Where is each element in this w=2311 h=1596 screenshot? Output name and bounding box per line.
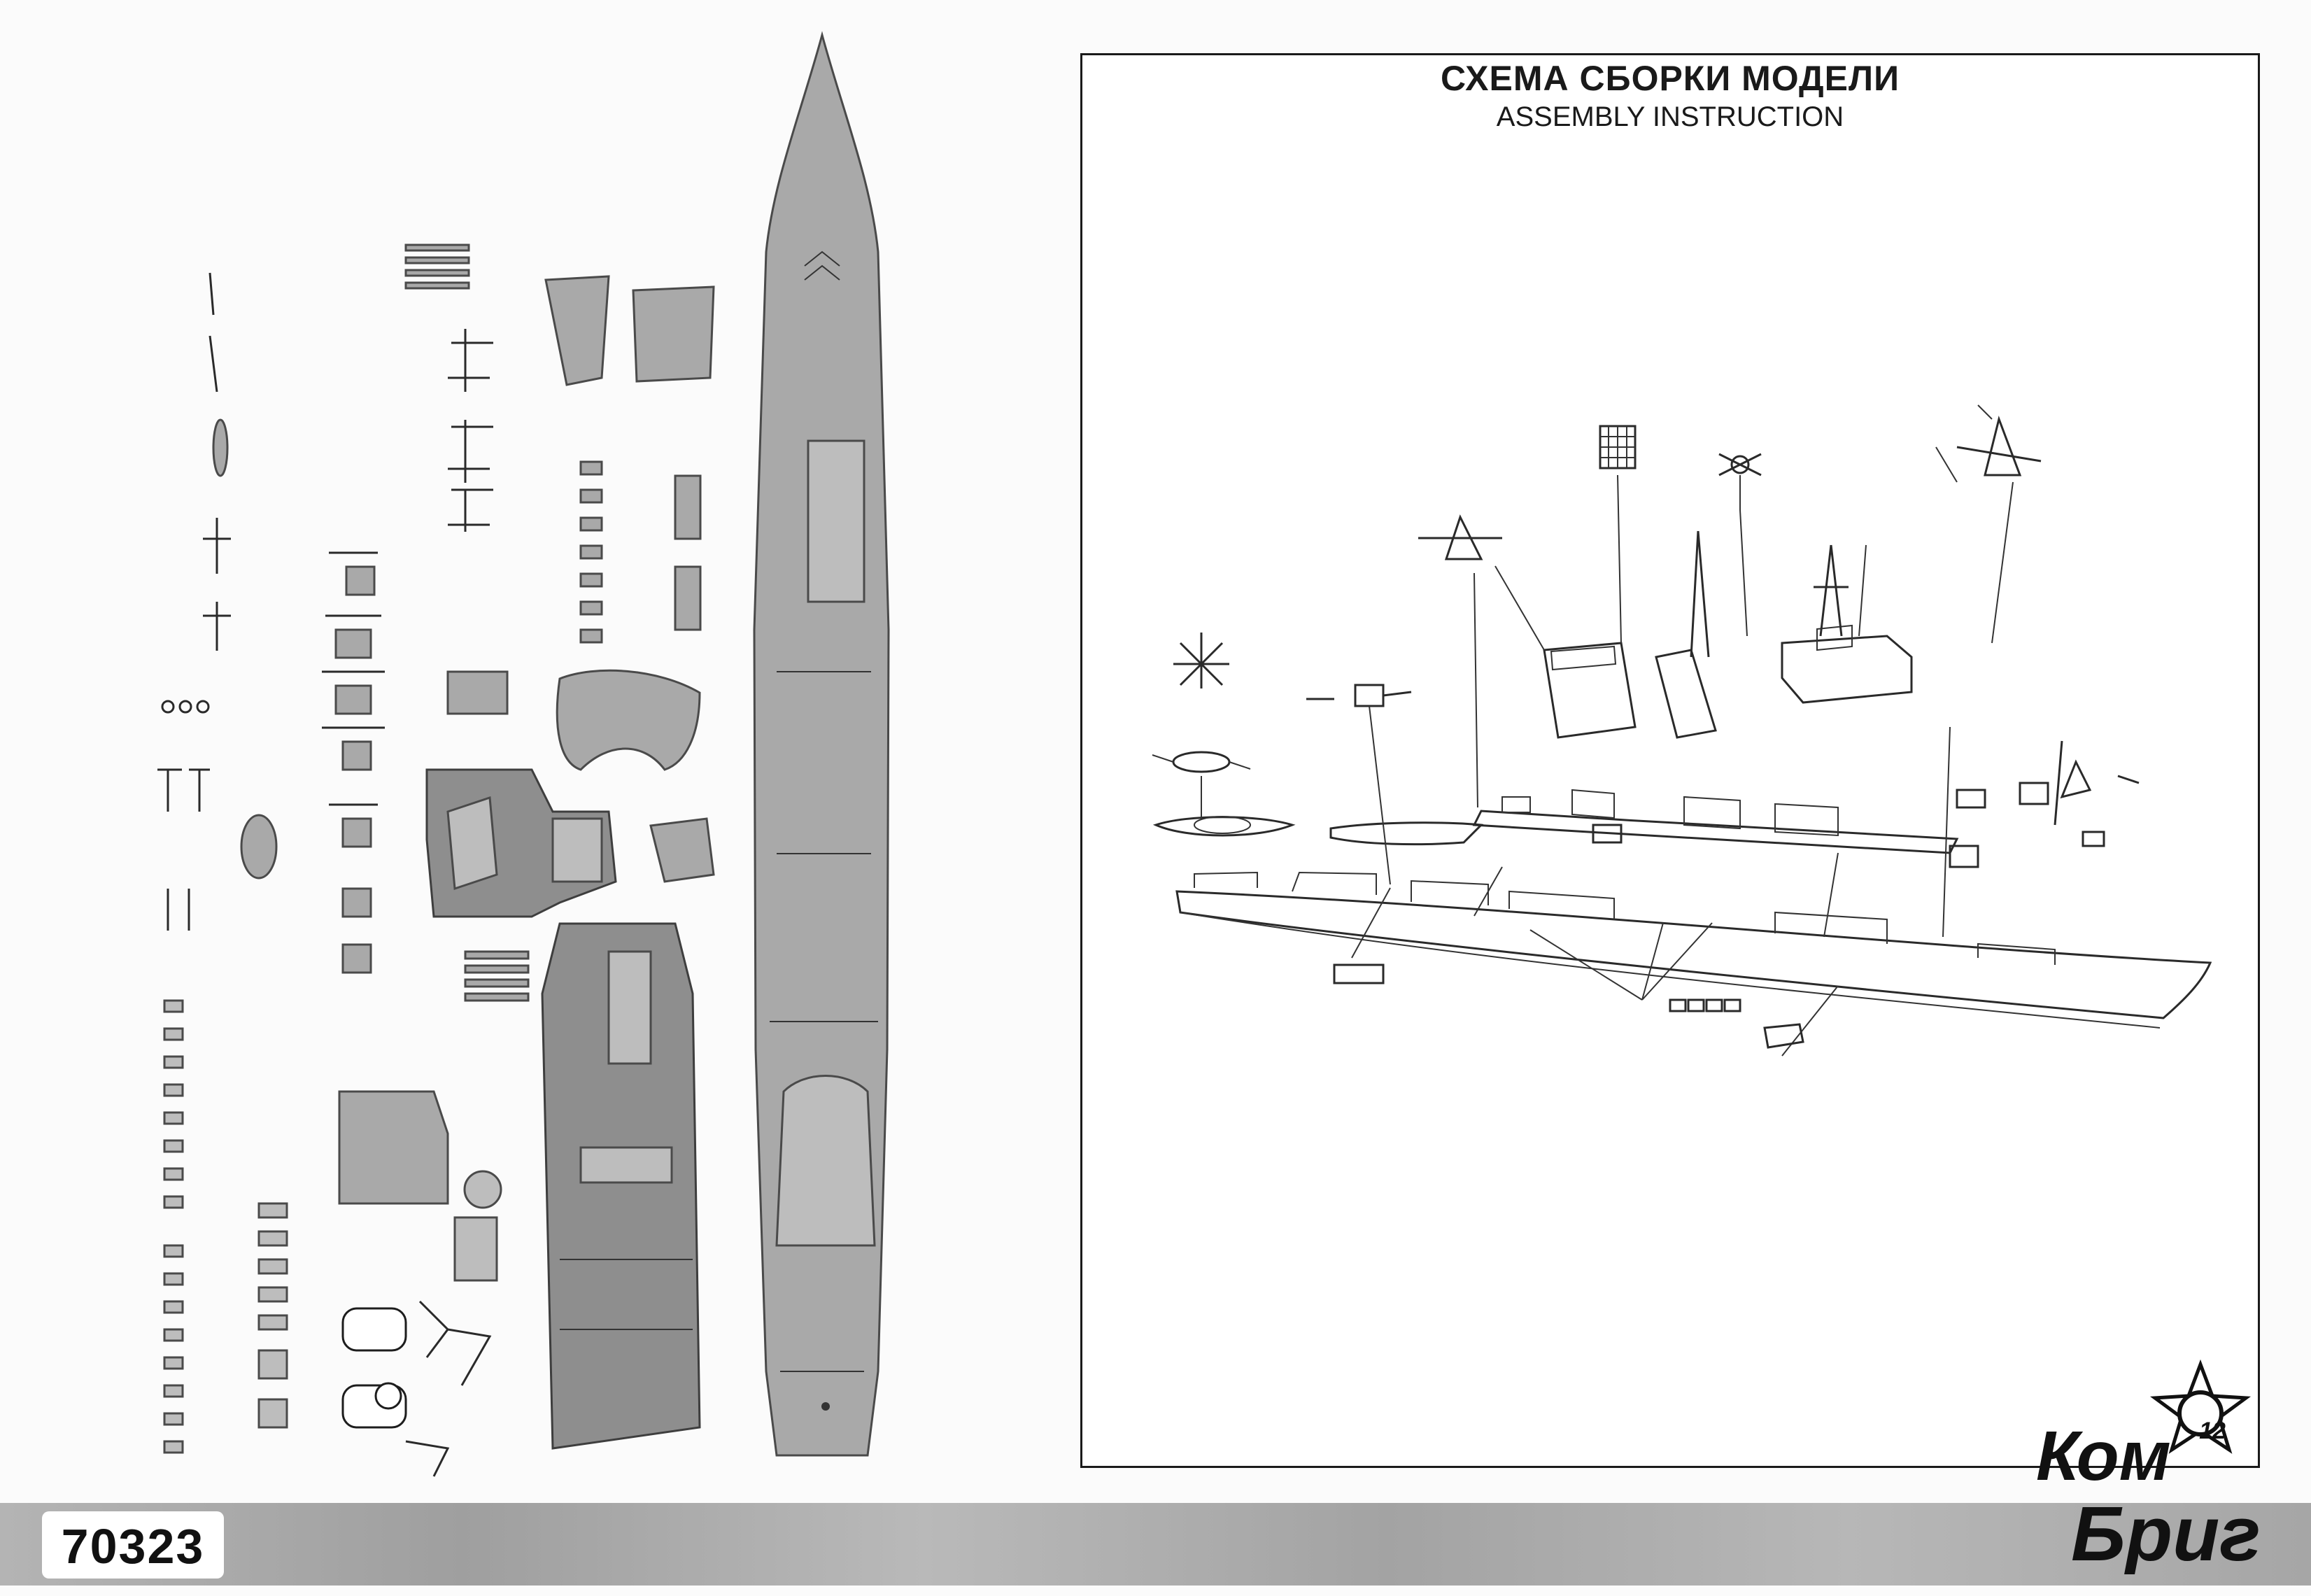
fore-mast bbox=[1690, 530, 1710, 658]
brand-logo: 12 Ком Бриг bbox=[2036, 1359, 2260, 1574]
loose-part-1 bbox=[1333, 963, 1385, 984]
logo-line-2: Бриг bbox=[2071, 1491, 2260, 1574]
small-fittings bbox=[1306, 684, 2140, 868]
parts-sheet bbox=[157, 31, 890, 1477]
funnel-part-a bbox=[544, 275, 610, 386]
small-block-3 bbox=[446, 670, 509, 715]
assembly-guide-lines bbox=[1201, 474, 2014, 1057]
radar-top bbox=[1718, 453, 1762, 510]
small-block-2 bbox=[674, 565, 702, 631]
thin-part-column bbox=[157, 272, 231, 931]
logo-badge-text: 12 bbox=[2199, 1418, 2226, 1444]
small-block-1 bbox=[674, 474, 702, 540]
foremast-top bbox=[1956, 415, 2042, 476]
star-badge-icon: 12 bbox=[2149, 1359, 2252, 1454]
exploded-assembly-drawing bbox=[1152, 404, 2212, 1057]
upper-deck-piece bbox=[1472, 810, 1959, 854]
ladder-parts bbox=[404, 243, 530, 1002]
small-part-columns bbox=[163, 460, 603, 1454]
small-block-4 bbox=[649, 817, 715, 883]
hull-superstructure bbox=[1194, 871, 2056, 965]
footer-band bbox=[0, 1503, 2311, 1586]
helicopter-rotor bbox=[1152, 633, 1251, 773]
mast-parts bbox=[448, 329, 493, 532]
hull-deck-part bbox=[753, 31, 890, 1457]
funnel-1 bbox=[1543, 642, 1637, 739]
radar-antenna bbox=[1599, 425, 1637, 469]
funnel-2 bbox=[1655, 649, 1717, 739]
instruction-subtitle: ASSEMBLY INSTRUCTION bbox=[1496, 101, 1844, 132]
main-mast bbox=[1814, 544, 1849, 637]
helipad bbox=[1152, 816, 1296, 837]
platform-part bbox=[556, 669, 701, 771]
superstructure-deck-part bbox=[541, 922, 701, 1450]
aft-lattice bbox=[1418, 514, 1502, 560]
hull-outline bbox=[1175, 890, 2212, 1019]
catalog-badge: 70323 bbox=[42, 1511, 224, 1579]
catalog-number: 70323 bbox=[61, 1519, 205, 1574]
bridge-block bbox=[1781, 635, 1913, 704]
instruction-title: СХЕМА СБОРКИ МОДЕЛИ bbox=[1440, 59, 1900, 98]
loose-part-2 bbox=[1763, 1023, 1804, 1049]
bracket-parts bbox=[338, 1090, 502, 1477]
funnel-part-b bbox=[632, 285, 715, 383]
forward-superstructure-part bbox=[425, 768, 617, 918]
assembly-instruction-frame: СХЕМА СБОРКИ МОДЕЛИ ASSEMBLY INSTRUCTION bbox=[1080, 53, 2260, 1468]
aft-deck-piece bbox=[1329, 821, 1484, 846]
turret-parts bbox=[240, 551, 385, 974]
loose-part-row bbox=[1669, 998, 1741, 1012]
logo-line-1: Ком bbox=[2036, 1417, 2171, 1495]
